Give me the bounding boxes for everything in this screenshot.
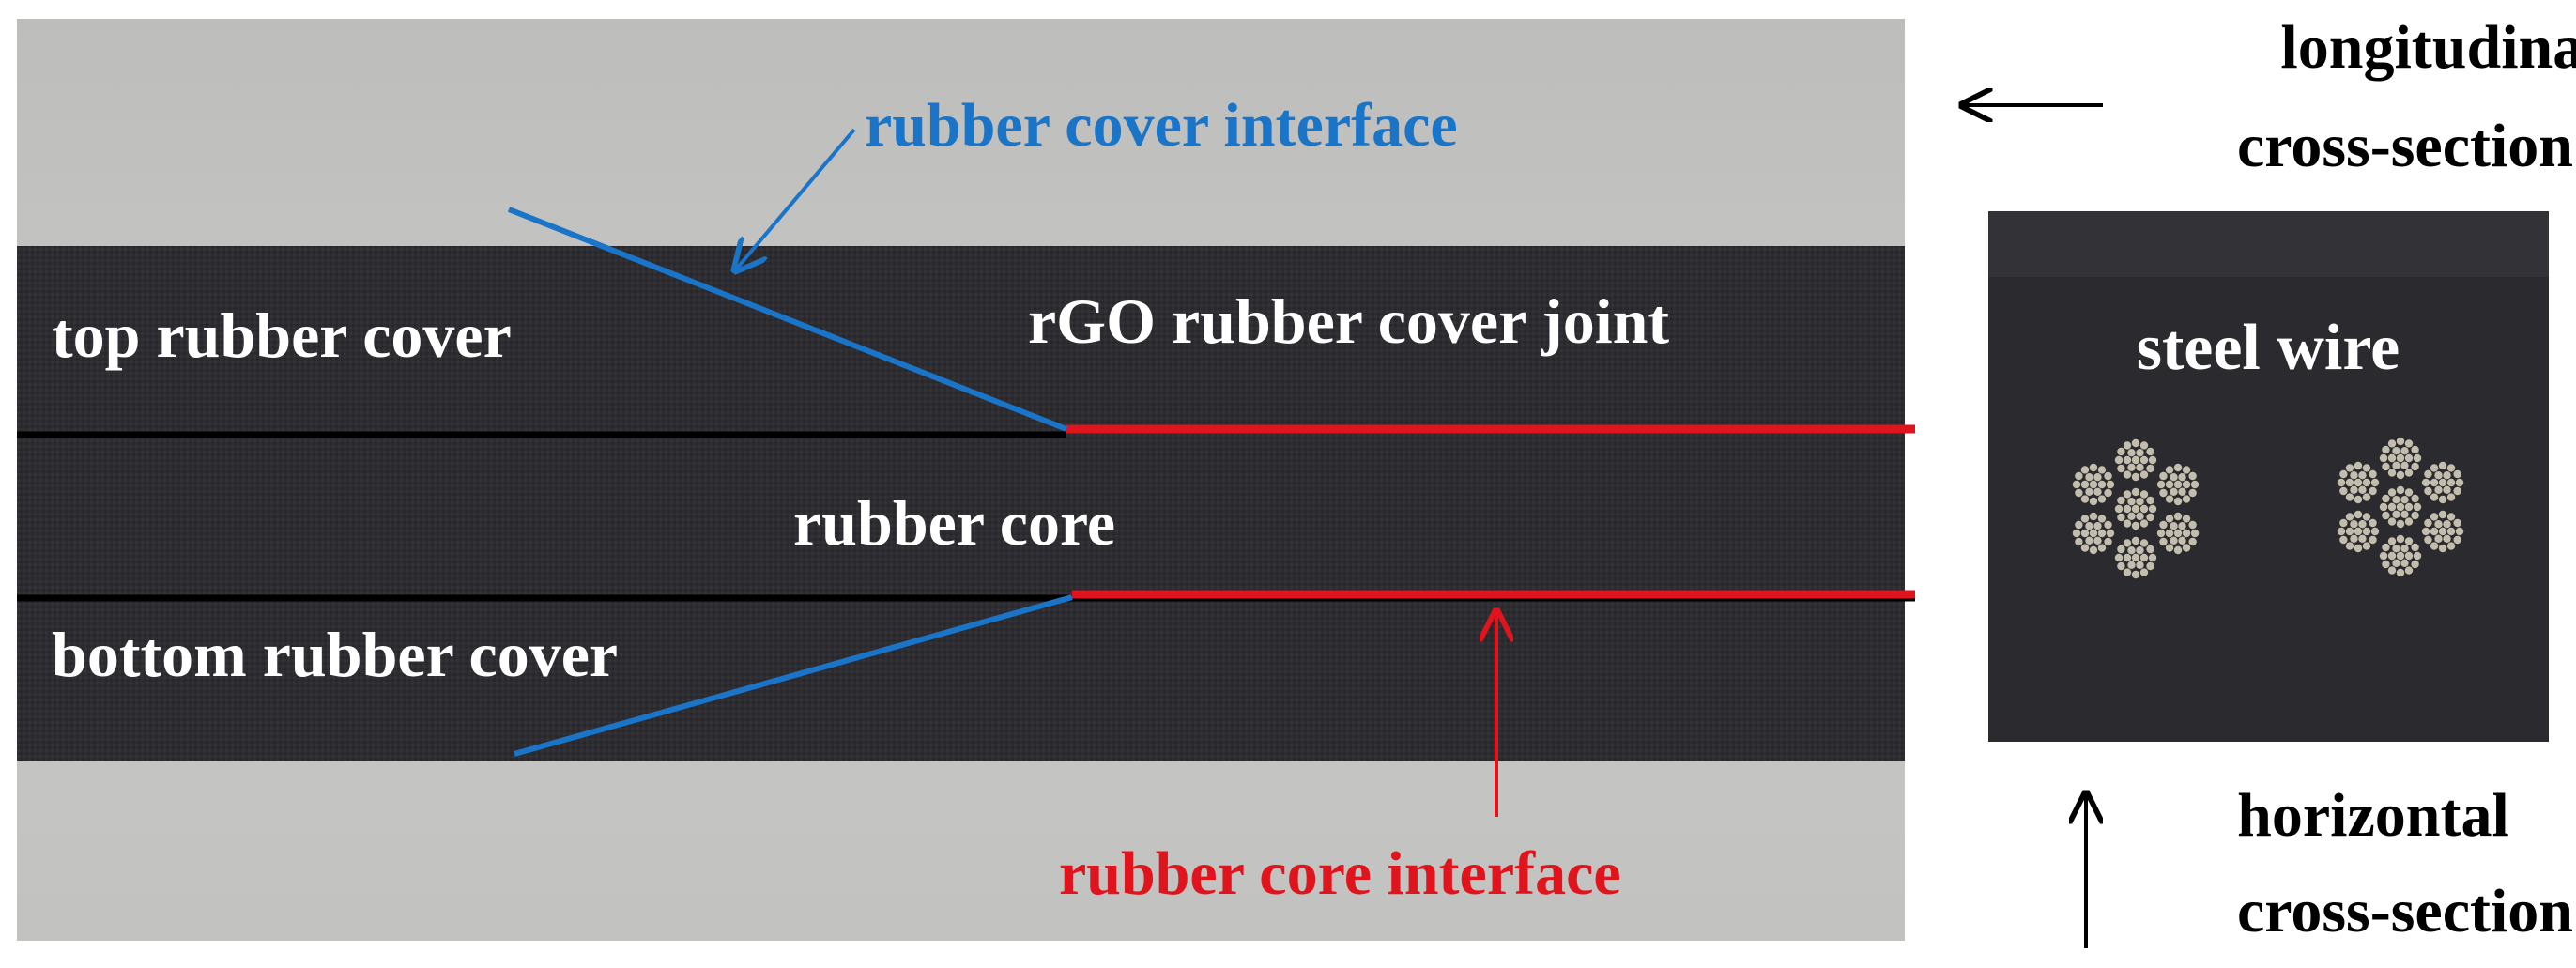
longitudinal-view-label: longitudinal cross-section xyxy=(1962,13,2576,180)
top-cover-interface-line xyxy=(507,207,1068,432)
cover-interface-arrow xyxy=(735,128,856,270)
longitudinal-label-line2: cross-section xyxy=(2237,112,2573,180)
cover-interface-label: rubber cover interface xyxy=(865,91,1458,160)
steel-wire-label: steel wire xyxy=(2137,312,2400,384)
longitudinal-photo: rubber cover interface top rubber cover … xyxy=(17,19,1915,941)
horizontal-label-line2: cross-section xyxy=(2237,877,2573,945)
horizontal-section-sheen xyxy=(1988,211,2549,277)
bottom-cover-label: bottom rubber cover xyxy=(52,619,618,690)
longitudinal-label-line1: longitudinal xyxy=(2280,13,2576,82)
horizontal-section-background xyxy=(1988,211,2549,742)
belt-body xyxy=(17,246,1905,761)
core-interface-label: rubber core interface xyxy=(1059,839,1621,908)
core-label: rubber core xyxy=(793,487,1115,559)
bottom-cover-interface-line xyxy=(514,594,1073,757)
joint-label: rGO rubber cover joint xyxy=(1028,285,1669,357)
horizontal-view-label: horizontal cross-section xyxy=(2086,781,2573,948)
horizontal-label-line1: horizontal xyxy=(2237,781,2509,850)
top-cover-label: top rubber cover xyxy=(52,300,512,371)
steel-wire-strand-left xyxy=(2072,438,2200,579)
steel-wire-strand-right xyxy=(2337,437,2464,577)
horizontal-photo: steel wire xyxy=(1988,211,2549,742)
